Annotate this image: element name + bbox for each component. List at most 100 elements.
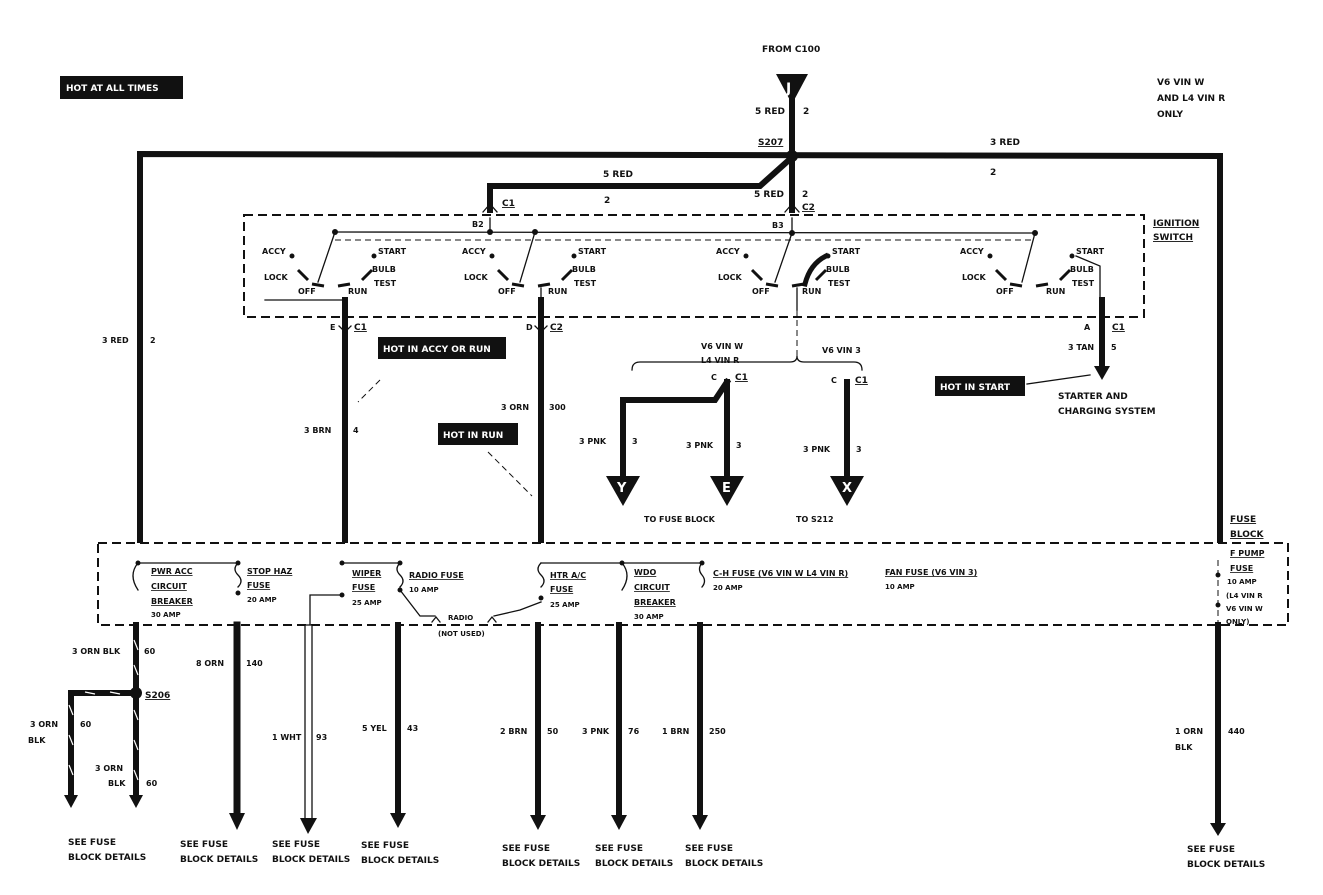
- contact-icon: [571, 253, 577, 259]
- out-8orn-circuit: 140: [246, 659, 263, 668]
- wire-3tan-color: 3 TAN: [1068, 343, 1094, 352]
- see-fuse-line1: SEE FUSE: [180, 840, 228, 850]
- pin-a-label: A: [1084, 323, 1091, 332]
- contact-run-icon: [1035, 282, 1049, 288]
- position-test-label: TEST: [828, 279, 851, 288]
- contact-run-icon: [537, 282, 551, 288]
- position-accy-label: ACCY: [462, 247, 486, 256]
- contact-arrow-icon: [296, 268, 310, 282]
- contact-run-icon: [791, 282, 805, 288]
- fuse-node: [339, 560, 345, 566]
- fuse-rating: 30 AMP: [634, 613, 664, 621]
- out-1ornblk-color-1: 1 ORN: [1175, 727, 1203, 736]
- arrow-down-icon: [390, 813, 406, 828]
- see-fuse-line2: BLOCK DETAILS: [180, 855, 258, 865]
- to-fuse-block-label: TO FUSE BLOCK: [644, 515, 716, 524]
- fuse-name: PWR ACC: [151, 567, 193, 576]
- wire-1wht-93: [304, 624, 313, 821]
- top-bus-wire: [137, 150, 1223, 543]
- position-test-label: TEST: [574, 279, 597, 288]
- branch-pin-c-2: C: [831, 376, 837, 385]
- see-fuse-line1: SEE FUSE: [272, 840, 320, 850]
- fuse-node: [699, 560, 705, 566]
- fuse-name: RADIO FUSE: [409, 571, 464, 580]
- arrow-down-icon: [129, 795, 143, 808]
- top-right-wire-circuit: 2: [990, 168, 996, 178]
- fuse-node: [619, 560, 625, 566]
- contact-run-icon: [337, 282, 351, 288]
- fuse-block-title-2: BLOCK: [1230, 530, 1265, 540]
- position-bulb-label: BULB: [826, 265, 850, 274]
- fuse-radio: RADIO FUSE 10 AMP RADIO (NOT USED): [409, 571, 485, 638]
- c2-wire-color: 5 RED: [754, 190, 784, 200]
- pin-b2-label: B2: [472, 220, 484, 229]
- arrow-down-icon: [1210, 823, 1226, 836]
- variant-note-line3: ONLY: [1157, 110, 1184, 120]
- position-off-label: OFF: [752, 287, 770, 296]
- bus-node: [487, 229, 493, 235]
- branch-y-wire: [620, 377, 732, 481]
- out-branch-color-1: 3 ORN: [30, 720, 58, 729]
- position-bulb-label: BULB: [572, 265, 596, 274]
- out-1ornblk-color-2: BLK: [1175, 743, 1193, 752]
- variant-right-label: V6 VIN 3: [822, 346, 861, 355]
- position-lock-label: LOCK: [962, 273, 986, 282]
- fuse-wiper: WIPER FUSE 25 AMP: [352, 569, 382, 607]
- contact-off-icon: [311, 282, 325, 288]
- contact-icon: [743, 253, 749, 259]
- out-2brn-circuit: 50: [547, 727, 559, 736]
- fuse-name: FAN FUSE (V6 VIN 3): [885, 568, 977, 577]
- connector-c1-e-icon: [338, 325, 352, 333]
- fuse-name: STOP HAZ: [247, 567, 293, 576]
- wire-3tan-circuit: 5: [1111, 343, 1117, 352]
- position-start-label: START: [1076, 247, 1105, 256]
- left-wire-color: 3 RED: [102, 336, 129, 345]
- variant-left-line1: V6 VIN W: [701, 342, 743, 351]
- ignition-switch-title-2: SWITCH: [1153, 233, 1193, 243]
- splice-s206-dot: [130, 687, 142, 699]
- fuse-node: [397, 560, 403, 566]
- see-fuse-line2: BLOCK DETAILS: [272, 855, 350, 865]
- switch-output-lead: [1075, 255, 1101, 311]
- pwr-acc-breaker-icon: [132, 562, 139, 591]
- position-start-label: START: [832, 247, 861, 256]
- stop-haz-fuse-icon: [234, 562, 242, 588]
- connector-c2-d-icon: [534, 325, 548, 333]
- branch-e-color: 3 PNK: [686, 441, 714, 450]
- see-fuse-line2: BLOCK DETAILS: [502, 859, 580, 869]
- see-fuse-labels: SEE FUSE BLOCK DETAILS SEE FUSE BLOCK DETAI…: [68, 838, 1265, 870]
- contact-icon: [489, 253, 495, 259]
- fuse-node: [235, 590, 241, 596]
- fuse-node: [1215, 602, 1221, 608]
- fuse-name: HTR A/C: [550, 571, 586, 580]
- position-off-label: OFF: [498, 287, 516, 296]
- radio-connector-label: RADIO: [448, 614, 473, 622]
- ch-fuse-icon: [698, 562, 706, 588]
- radio-connector-icon: [431, 615, 497, 623]
- branch-conn-c1-1: C1: [735, 373, 748, 383]
- see-fuse-line1: SEE FUSE: [361, 841, 409, 851]
- out-5yel-color: 5 YEL: [362, 724, 387, 733]
- hot-in-accy-run-text: HOT IN ACCY OR RUN: [383, 345, 491, 355]
- out-8orn-color: 8 ORN: [196, 659, 224, 668]
- position-off-label: OFF: [298, 287, 316, 296]
- see-fuse-block-details: SEE FUSE BLOCK DETAILS: [180, 840, 258, 865]
- branch-y-color: 3 PNK: [579, 437, 607, 446]
- fuse-name: WDO: [634, 568, 656, 577]
- c1-feed-wire: [487, 155, 794, 213]
- c1-wire-circuit: 2: [604, 196, 610, 206]
- switch-wiper: [774, 232, 793, 283]
- fuse-name: FUSE: [352, 583, 375, 592]
- out-1ornblk-circuit: 440: [1228, 727, 1245, 736]
- see-fuse-line2: BLOCK DETAILS: [1187, 860, 1265, 870]
- branch-pin-c-1: C: [711, 373, 717, 382]
- contact-off-icon: [1009, 282, 1023, 288]
- htr-lead: [493, 601, 542, 617]
